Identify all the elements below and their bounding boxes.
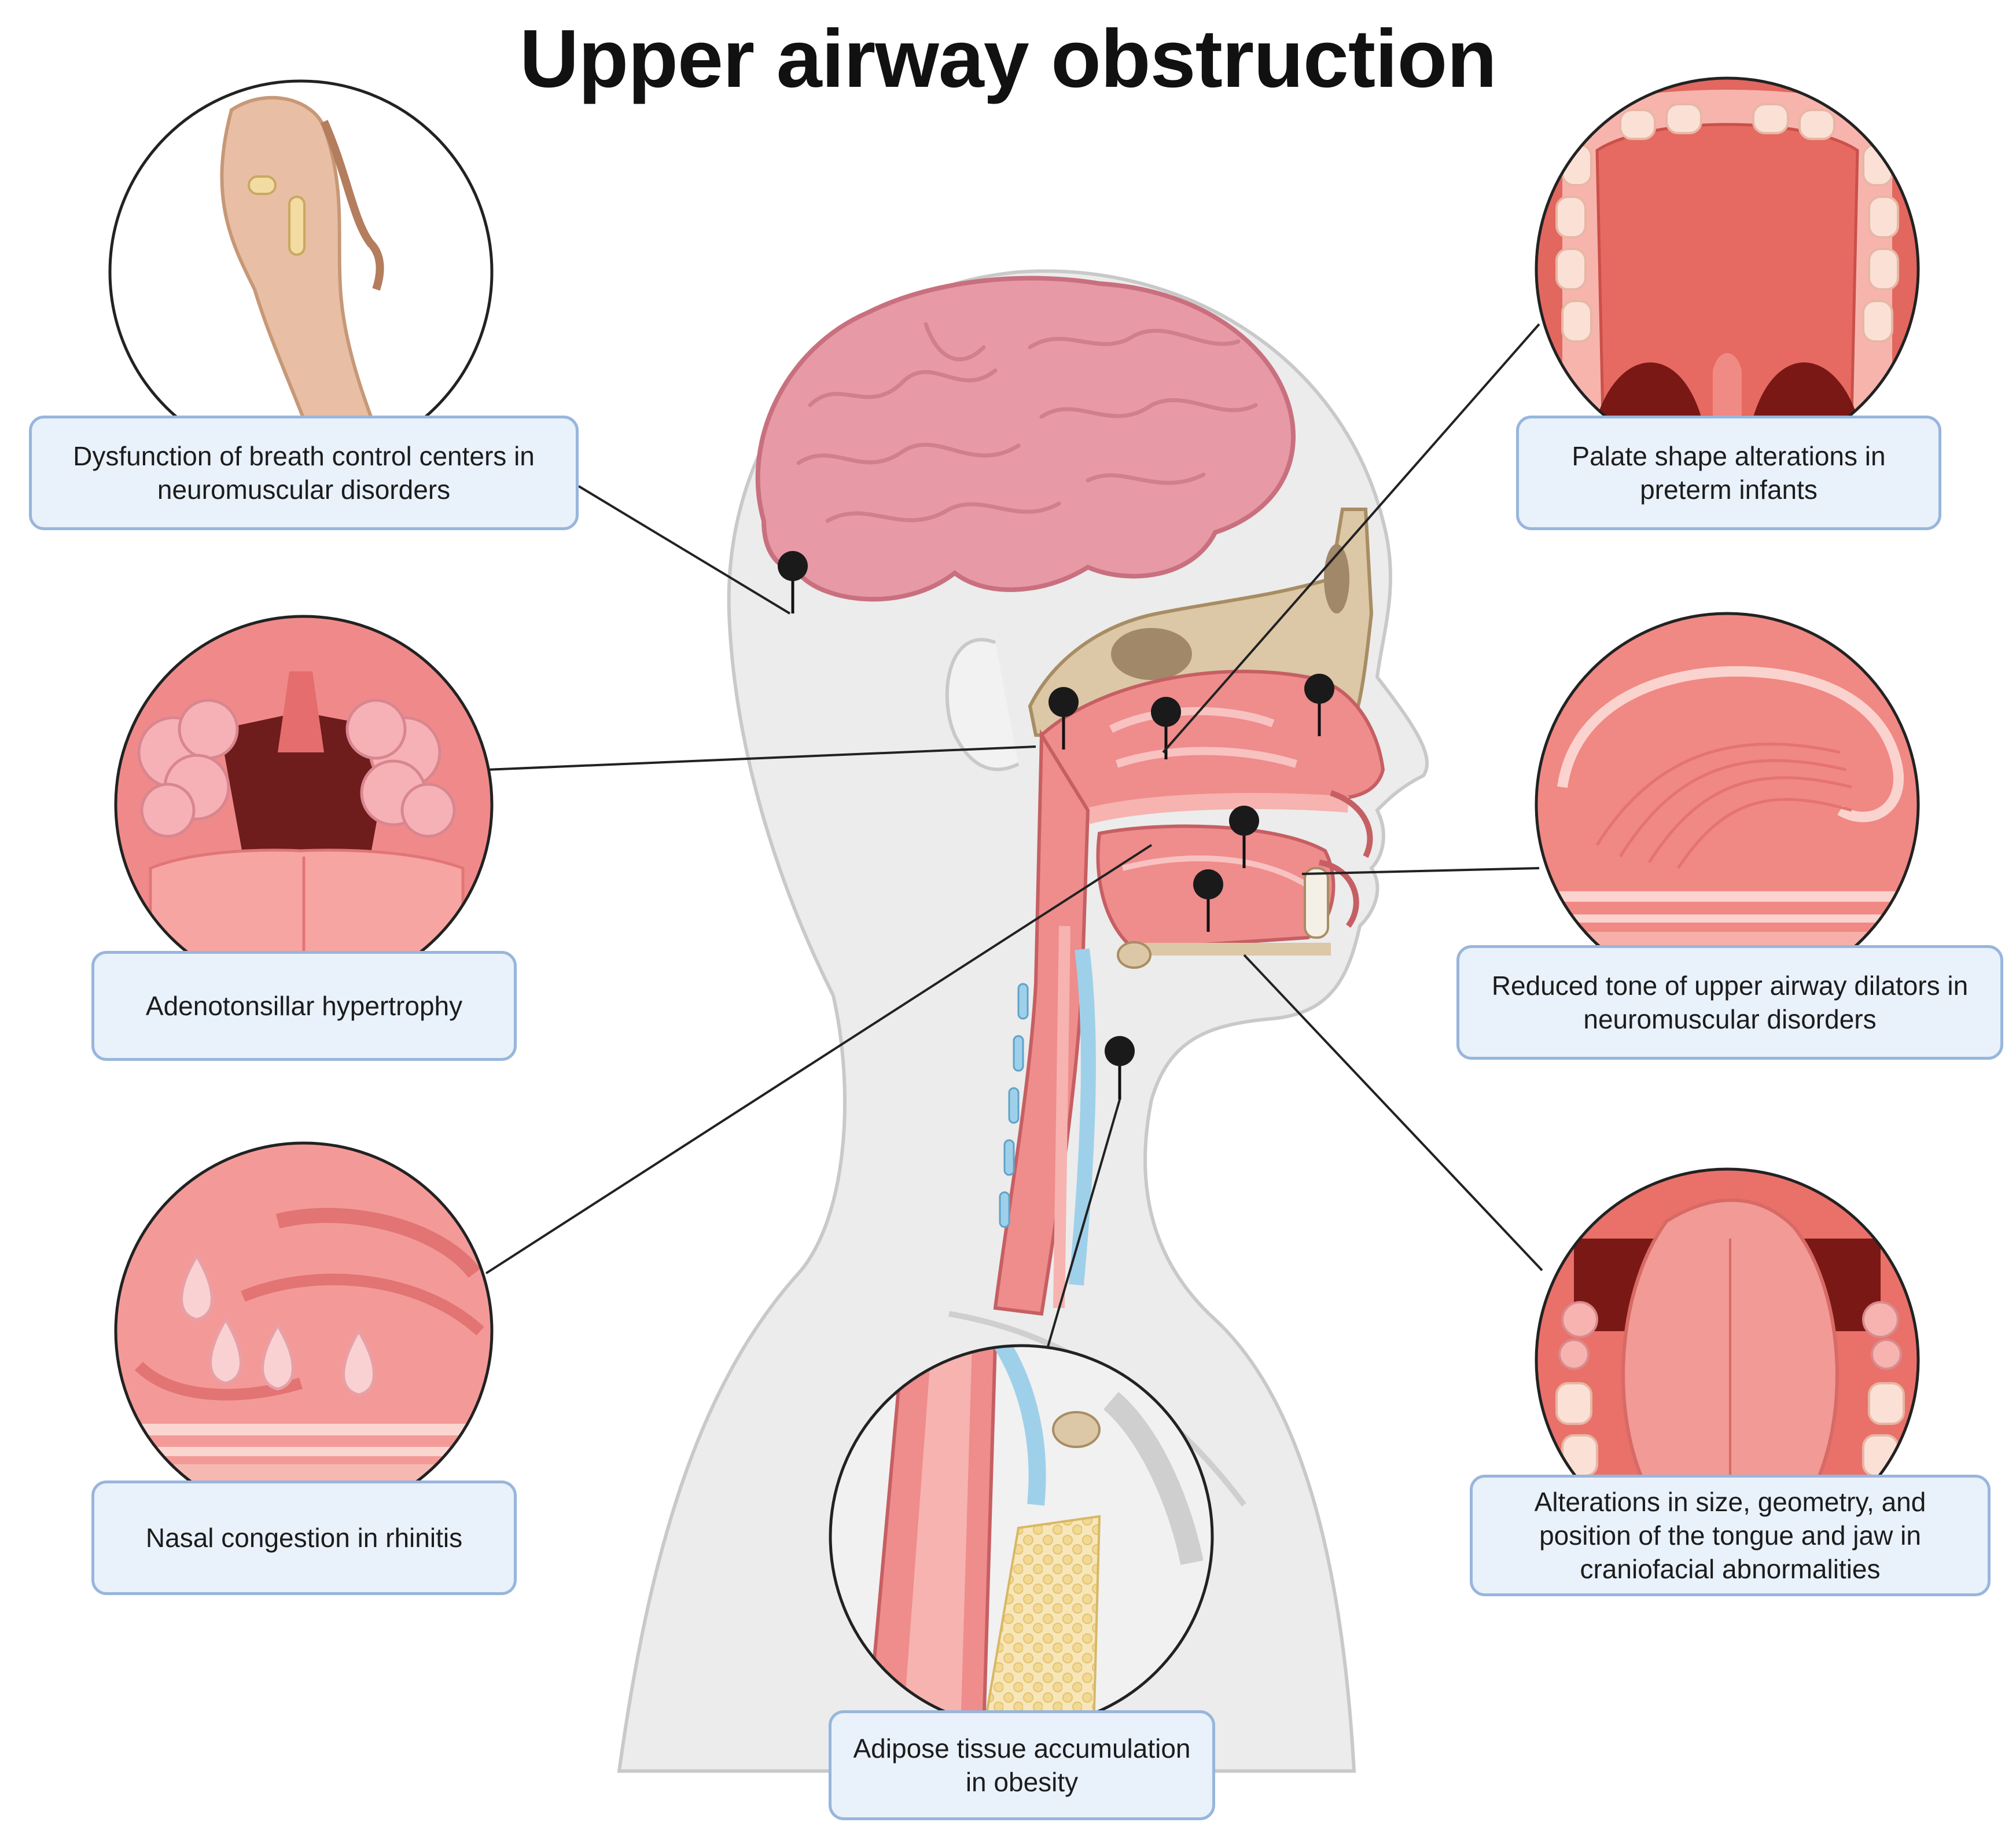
label-dilators: Reduced tone of upper airway dilators in… <box>1456 945 2003 1060</box>
zoom-circle-tonsils <box>114 615 494 994</box>
pin-marker-icon <box>1229 806 1259 868</box>
zoom-circle-adipose <box>829 1344 1214 1729</box>
label-palate: Palate shape alterations in preterm infa… <box>1516 416 1941 530</box>
pin-marker-icon <box>1193 869 1223 932</box>
pin-marker-icon <box>1105 1036 1135 1100</box>
brain <box>755 275 1296 602</box>
diagram-title: Upper airway obstruction <box>519 13 1497 105</box>
label-adenotonsillar: Adenotonsillar hypertrophy <box>91 951 517 1061</box>
zoom-circle-palate <box>1535 76 1920 462</box>
pin-marker-icon <box>1049 687 1079 750</box>
pin-marker-icon <box>1151 697 1181 759</box>
leader-lines <box>485 323 1543 1349</box>
label-tongue-jaw: Alterations in size, geometry, and posit… <box>1470 1475 1991 1596</box>
zoom-circle-brainstem <box>108 79 494 465</box>
zoom-circle-tongue-muscle <box>1535 612 1920 997</box>
label-breath-control: Dysfunction of breath control centers in… <box>29 416 579 530</box>
pin-marker-icon <box>1304 674 1334 736</box>
label-adipose: Adipose tissue accumulation in obesity <box>829 1710 1215 1820</box>
pin-markers <box>778 551 1334 1100</box>
pin-marker-icon <box>778 551 808 613</box>
zoom-circle-nasal-mucosa <box>114 1141 494 1521</box>
label-nasal-congestion: Nasal congestion in rhinitis <box>91 1480 517 1595</box>
